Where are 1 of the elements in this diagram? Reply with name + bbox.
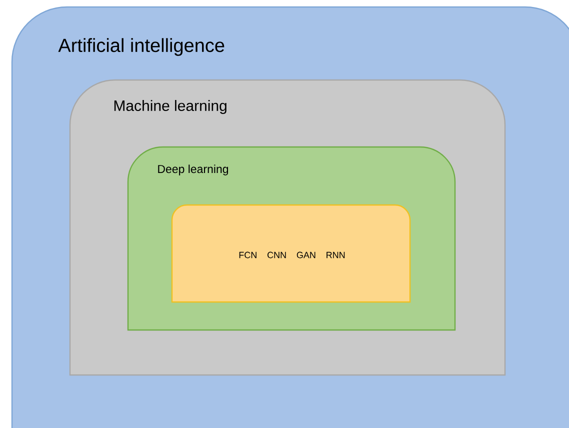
nested-box: FCN CNN GAN RNN: [171, 204, 411, 303]
